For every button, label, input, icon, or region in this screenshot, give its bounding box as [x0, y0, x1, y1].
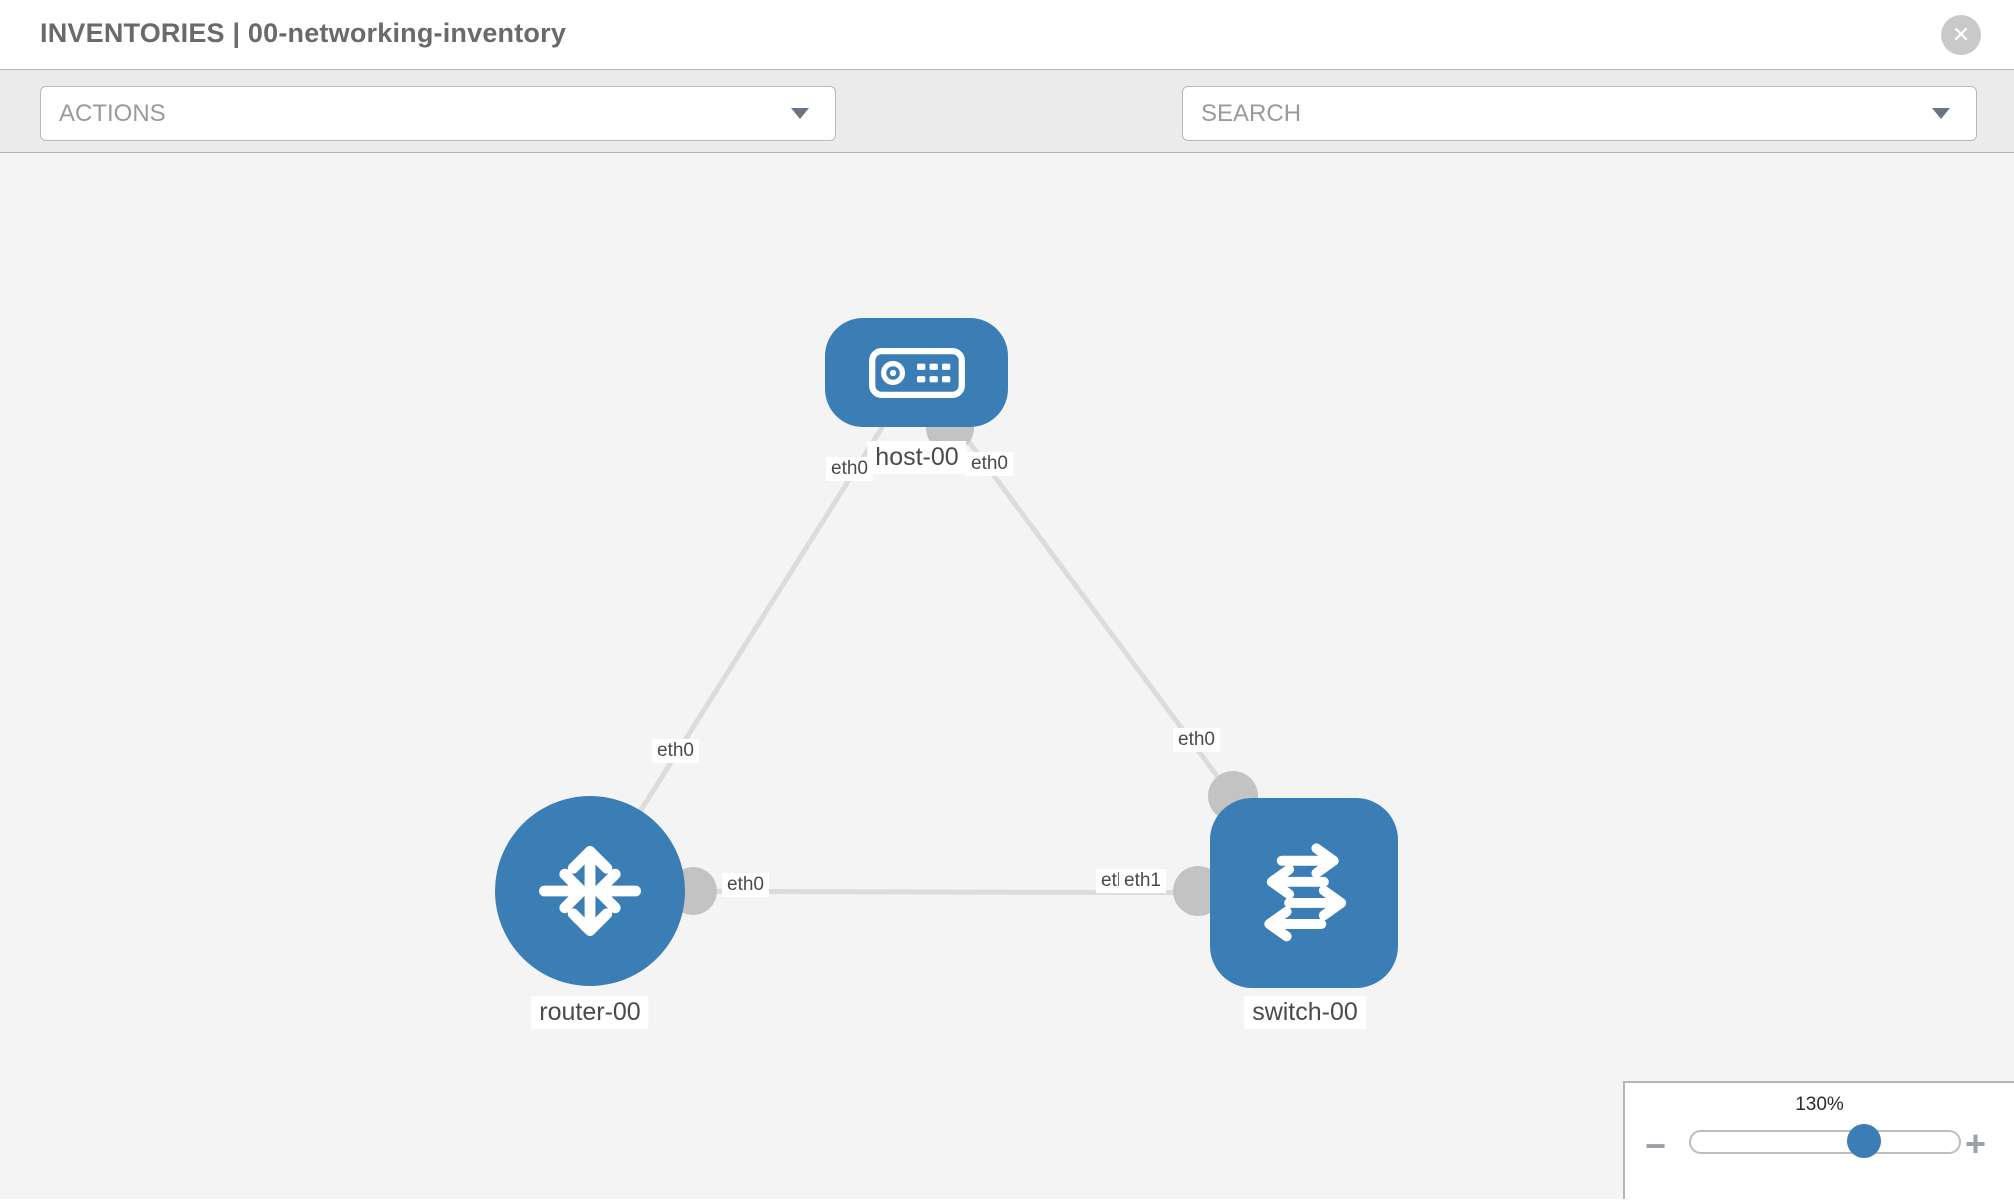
- interface-label-host-switch-switch-side: eth0: [1173, 728, 1220, 752]
- actions-dropdown[interactable]: ACTIONS: [40, 86, 836, 141]
- node-router-00[interactable]: [495, 796, 685, 986]
- actions-dropdown-label: ACTIONS: [59, 99, 166, 127]
- toolbar: ACTIONS: [0, 70, 2014, 202]
- zoom-out-button[interactable]: −: [1645, 1125, 1667, 1166]
- zoom-in-button[interactable]: +: [1965, 1123, 1987, 1164]
- zoom-slider[interactable]: [1689, 1124, 1961, 1158]
- topology-canvas[interactable]: host-00 router-00 switch-00 eth0 eth0 et…: [0, 153, 2014, 1199]
- interface-label-router-switch-router-side: eth0: [722, 873, 769, 897]
- node-label-router-00: router-00: [531, 996, 649, 1029]
- node-host-00[interactable]: [825, 318, 1008, 427]
- search-input[interactable]: [1183, 99, 1932, 128]
- page-title: INVENTORIES | 00-networking-inventory: [40, 18, 567, 48]
- switch-icon: [1264, 843, 1347, 942]
- header: INVENTORIES | 00-networking-inventory ✕: [0, 0, 2014, 70]
- zoom-panel: 130% − +: [1623, 1081, 2014, 1199]
- router-icon: [539, 846, 641, 936]
- chevron-down-icon: [1932, 108, 1950, 119]
- close-icon: ✕: [1951, 22, 1971, 47]
- chevron-down-icon: [791, 108, 809, 119]
- host-icon: [868, 347, 965, 398]
- interface-label-router-switch-switch-side: eth1: [1119, 869, 1166, 893]
- interface-label-host-switch-host-side: eth0: [966, 452, 1013, 476]
- topology-links-layer: [587, 370, 1307, 916]
- node-label-host-00: host-00: [867, 441, 967, 474]
- zoom-slider-thumb[interactable]: [1847, 1124, 1881, 1158]
- zoom-level: 130%: [1795, 1094, 1844, 1115]
- close-button[interactable]: ✕: [1941, 15, 1981, 55]
- interface-label-host-router-host-side: eth0: [826, 457, 873, 481]
- interface-label-host-router-router-side: eth0: [652, 739, 699, 763]
- search-dropdown[interactable]: [1182, 86, 1977, 141]
- node-label-switch-00: switch-00: [1244, 996, 1366, 1029]
- node-switch-00[interactable]: [1210, 798, 1398, 988]
